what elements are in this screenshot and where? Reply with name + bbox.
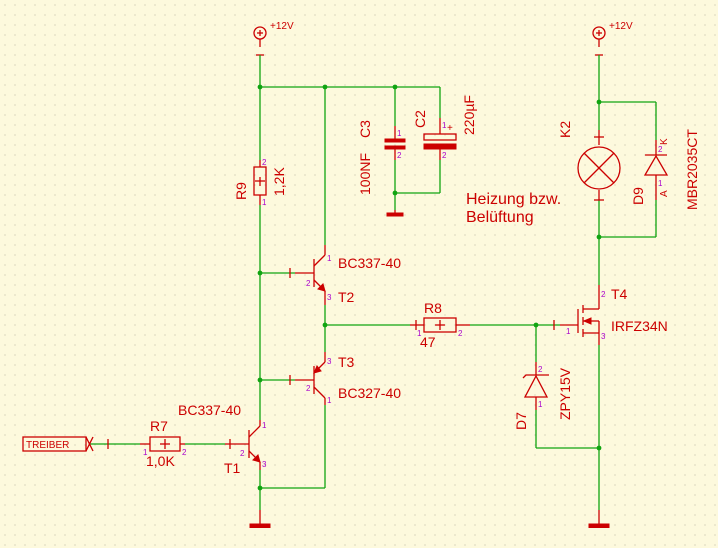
pin-number: 3 (601, 332, 606, 341)
t1-name: T1 (224, 460, 241, 476)
d9-pin-k: K (659, 138, 670, 145)
transistor-t1: 1 2 3 BC337-40 T1 (178, 402, 267, 476)
t1-part: BC337-40 (178, 402, 241, 418)
pin-number: 2 (538, 365, 543, 374)
diode-d9: 2 1 K A D9 MBR2035CT (630, 129, 700, 210)
pin-number: 3 (327, 357, 332, 366)
resistor-r7: 1 2 R7 1,0K (107, 418, 187, 469)
t2-name: T2 (338, 289, 355, 305)
ground-symbol-t4 (588, 510, 610, 528)
c2-name: C2 (412, 110, 428, 128)
pin-number: 2 (397, 151, 402, 160)
r7-name: R7 (150, 418, 168, 434)
r8-name: R8 (424, 300, 442, 316)
t2-part: BC337-40 (338, 255, 401, 271)
vcc-left-symbol: +12V (253, 21, 294, 56)
vcc-left-label: +12V (270, 21, 294, 32)
pin-number: 2 (306, 279, 311, 288)
pin-number: 2 (442, 151, 447, 160)
pin-number: 1 (143, 448, 148, 457)
r9-value: 1,2K (271, 167, 287, 196)
t3-name: T3 (338, 354, 355, 370)
pin-number: 2 (658, 145, 663, 154)
c3-name: C3 (357, 120, 373, 138)
pin-number: 1 (442, 121, 447, 130)
k2-name: K2 (557, 121, 573, 138)
pin-number: 2 (601, 290, 606, 299)
d7-name: D7 (513, 412, 529, 430)
transistor-t2: 1 2 3 BC337-40 T2 (289, 245, 401, 305)
pin-number: 1 (327, 254, 332, 263)
c2-plus: + (447, 123, 453, 134)
zener-d7: 2 1 D7 ZPY15V (513, 362, 573, 430)
wires (90, 55, 657, 510)
pin-number: 1 (538, 400, 543, 409)
input-port-treiber: TREIBER (22, 436, 94, 452)
load-note-line2: Belüftung (466, 209, 534, 226)
load-note-line1: Heizung bzw. (466, 191, 561, 208)
resistor-r9: 2 1 R9 1,2K (233, 158, 287, 207)
junction-dots (257, 84, 602, 491)
mosfet-t4: 2 1 3 T4 IRFZ34N (553, 285, 668, 345)
lamp-k2: K2 (557, 121, 621, 201)
pin-number: 2 (458, 329, 463, 338)
c3-value: 100NF (357, 153, 373, 195)
pin-number: 2 (306, 384, 311, 393)
pin-number: 1 (417, 329, 422, 338)
capacitor-c2: + 1 2 C2 220µF (412, 95, 477, 160)
t3-part: BC327-40 (338, 385, 401, 401)
pin-number: 1 (658, 179, 663, 188)
pin-number: 2 (240, 449, 245, 458)
d7-part: ZPY15V (557, 367, 573, 420)
t4-name: T4 (611, 286, 628, 302)
ground-symbol-t1 (249, 510, 271, 528)
d9-name: D9 (630, 187, 646, 205)
resistor-r8: 1 2 R8 47 (410, 300, 470, 350)
pin-number: 2 (182, 448, 187, 457)
d9-part: MBR2035CT (684, 129, 700, 210)
r8-value: 47 (420, 334, 436, 350)
pin-number: 3 (262, 460, 267, 469)
c2-value: 220µF (461, 95, 477, 135)
pin-number: 1 (327, 396, 332, 405)
vcc-right-symbol: +12V (592, 21, 633, 56)
vcc-right-label: +12V (609, 21, 633, 32)
ground-symbol-c (386, 210, 404, 217)
pin-number: 3 (327, 293, 332, 302)
t4-part: IRFZ34N (611, 318, 668, 334)
pin-number: 1 (262, 421, 267, 430)
r7-value: 1,0K (146, 453, 175, 469)
transistor-t3: 3 2 1 T3 BC327-40 (289, 352, 401, 405)
capacitor-c3: 1 2 C3 100NF (357, 120, 406, 195)
input-port-label: TREIBER (26, 440, 69, 451)
r9-name: R9 (233, 182, 249, 200)
pin-number: 1 (262, 198, 267, 207)
pin-number: 2 (262, 158, 267, 167)
d9-pin-a: A (659, 190, 670, 197)
pin-number: 1 (397, 129, 402, 138)
pin-number: 1 (566, 327, 571, 336)
